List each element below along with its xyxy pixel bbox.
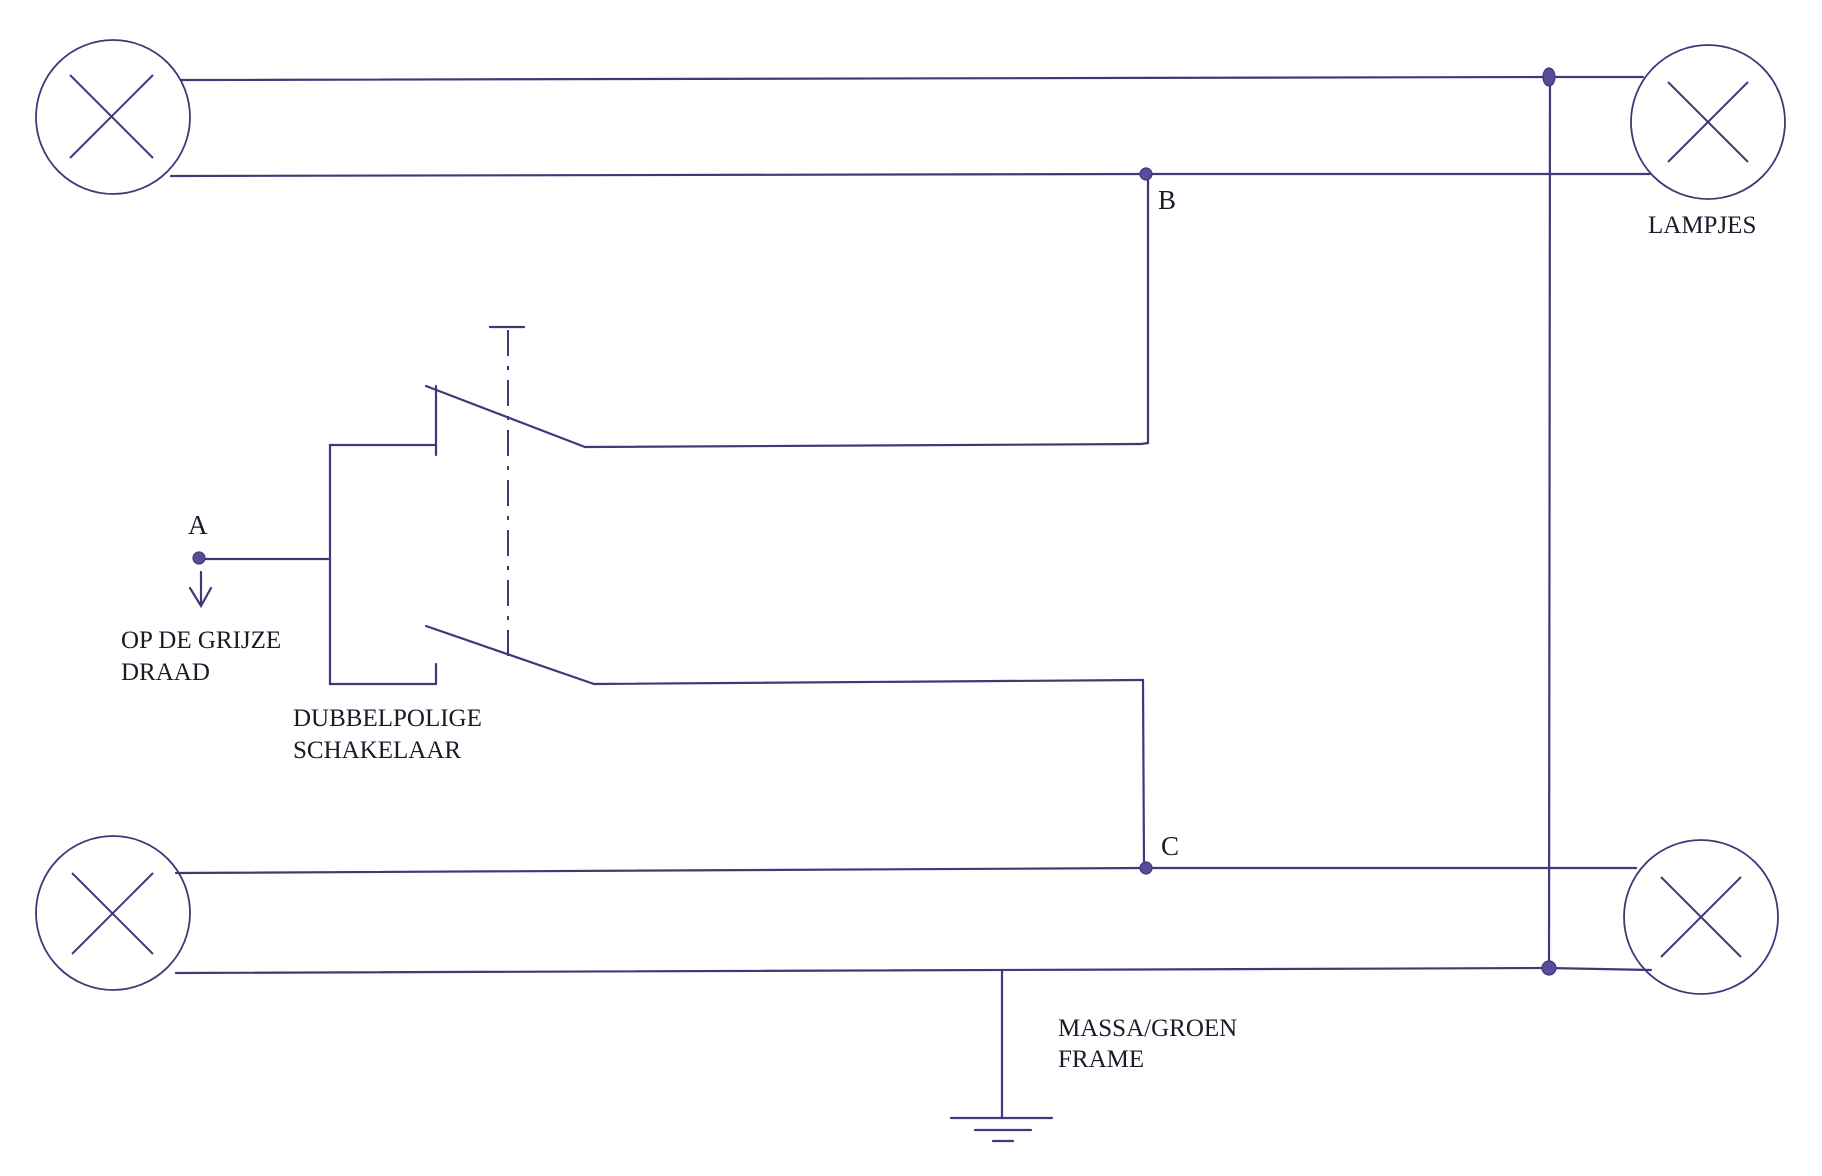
label-switch-line2: SCHAKELAAR [293, 737, 461, 764]
lamp-top-right [1630, 44, 1786, 200]
label-grey-wire-line1: OP DE GRIJZE [121, 627, 281, 654]
label-point-a: A [188, 510, 208, 540]
bottom-wire-lower [174, 966, 1653, 975]
lamp-bottom-right [1623, 839, 1779, 995]
right-vertical-wire [1547, 75, 1552, 970]
label-grey-wire-line2: DRAAD [121, 659, 210, 686]
junction-c [1139, 861, 1153, 875]
junction-b [1139, 167, 1153, 181]
label-ground-line2: FRAME [1058, 1046, 1144, 1073]
bottom-wire-upper [174, 866, 1638, 875]
label-switch-line1: DUBBELPOLIGE [293, 705, 482, 732]
lamp-top-left [35, 39, 191, 195]
ground-symbol [949, 968, 1054, 1143]
lamp-bottom-left [35, 835, 191, 991]
wire-switch-to-c [592, 678, 1146, 870]
junction-bottom-right [1541, 960, 1557, 976]
down-arrow-icon [188, 570, 213, 609]
label-point-c: C [1161, 831, 1179, 861]
wire-switch-to-b [583, 442, 1143, 449]
junction-top-right [1542, 67, 1556, 87]
double-pole-switch [328, 325, 596, 686]
junction-a [192, 551, 206, 565]
label-point-b: B [1158, 185, 1176, 215]
top-wire-lower [169, 172, 1652, 178]
top-wire-upper [179, 75, 1645, 82]
label-ground-line1: MASSA/GROEN [1058, 1015, 1237, 1042]
label-lamps: LAMPJES [1648, 212, 1756, 239]
wire-b-drop [1139, 172, 1150, 446]
